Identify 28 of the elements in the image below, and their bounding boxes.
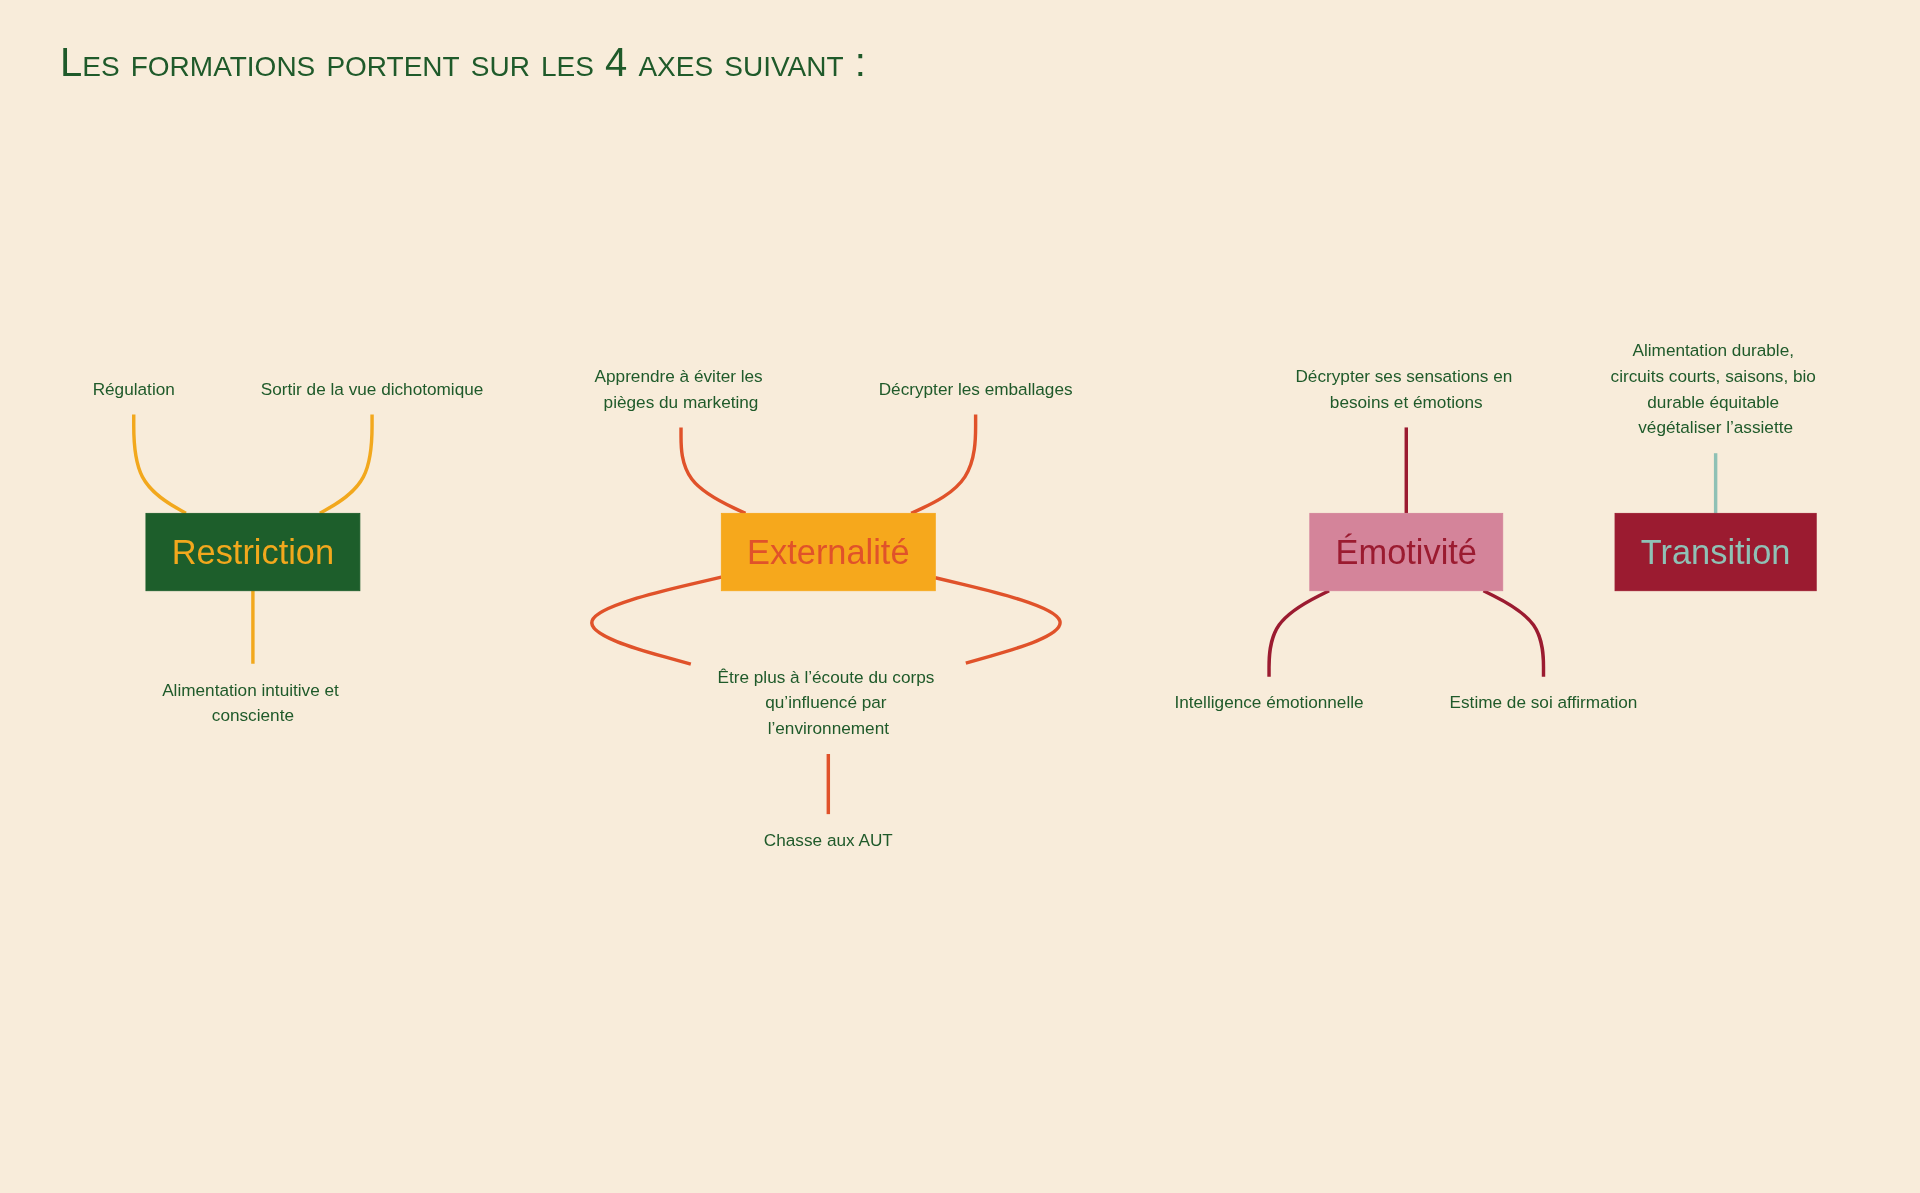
node-text: Sortir de la vue dichotomique: [260, 379, 484, 399]
title: Les formations portent sur les 4 axes suivant :: [60, 40, 867, 85]
connector: [679, 427, 747, 515]
connector: [1404, 427, 1408, 514]
connector: [1713, 453, 1718, 514]
node-text: Régulation: [92, 379, 175, 399]
connector: [251, 590, 255, 664]
connector: [319, 414, 374, 515]
connector: [826, 754, 831, 815]
connector: [910, 414, 978, 515]
connector: [590, 575, 722, 666]
node-text: Chasse aux AUT: [763, 830, 893, 850]
node-text: Estime de soi affirmation: [1449, 692, 1638, 712]
node-text: Alimentation intuitive et consciente: [162, 680, 339, 725]
node-box: Émotivité: [1309, 512, 1504, 592]
connector: [1267, 589, 1330, 677]
node-text: Apprendre à éviter les pièges du marketing: [594, 366, 763, 412]
node-text: Décrypter ses sensations en besoins et émotions: [1295, 366, 1513, 412]
connector: [132, 414, 187, 515]
node-text: Être plus à l’écoute du corps qu’influencé par l’environnement: [717, 667, 935, 738]
connector: [934, 576, 1062, 665]
node-text: Intelligence émotionnelle: [1174, 692, 1364, 712]
node-text: Alimentation durable, circuits courts, saisons, bio durable équitable végétaliser l’assiette: [1610, 340, 1816, 437]
node-box: Transition: [1614, 512, 1817, 592]
connector: [1482, 589, 1546, 677]
node-box: Externalité: [720, 512, 936, 592]
node-text: Décrypter les emballages: [878, 379, 1073, 399]
node-box: Restriction: [145, 512, 361, 592]
